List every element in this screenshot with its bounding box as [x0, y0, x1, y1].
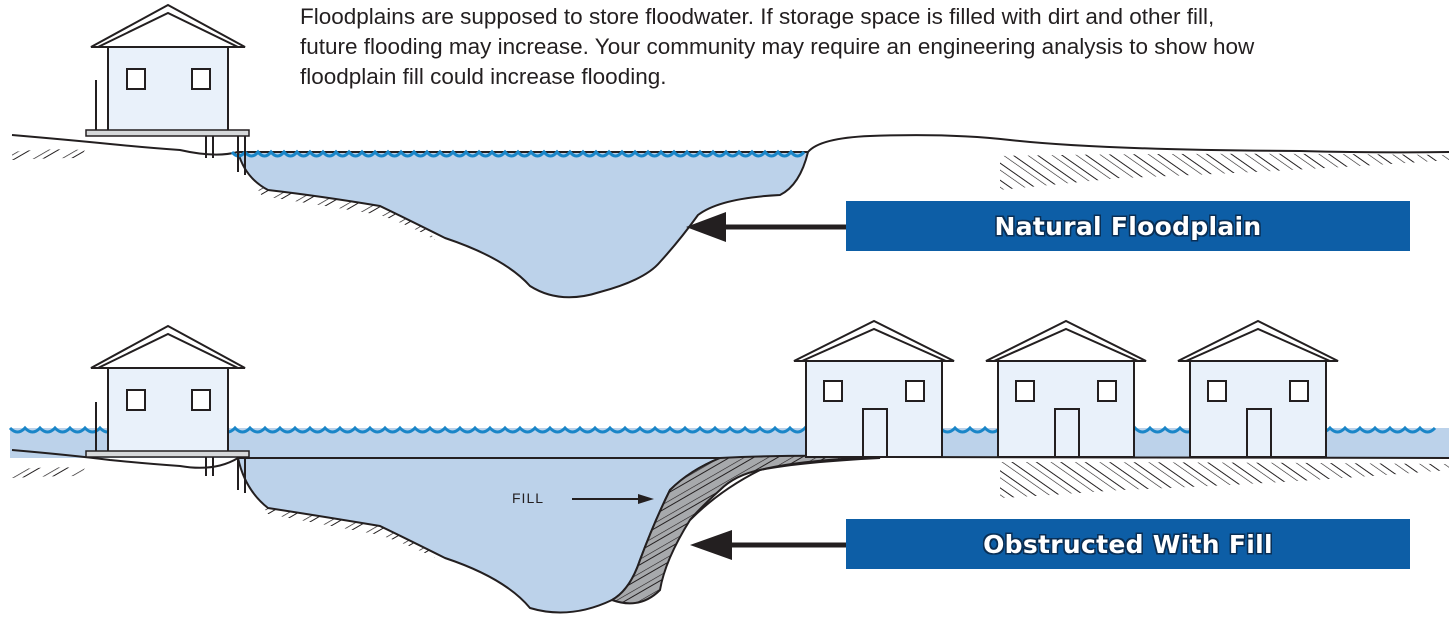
ground-line [11, 134, 239, 156]
natural-panel [11, 4, 1449, 299]
house-icon [1177, 320, 1339, 458]
house-icon [793, 320, 955, 458]
wave-line-icon [230, 149, 806, 158]
ground-line [807, 134, 1449, 154]
soil-hatch-icon [262, 505, 435, 558]
soil-hatch-icon [1000, 153, 1449, 190]
arrow-left-icon [686, 212, 846, 242]
soil-hatch-icon [12, 467, 85, 478]
house-icon [90, 4, 246, 134]
ground-line [11, 449, 239, 469]
arrow-right-icon [572, 494, 654, 504]
ground-line [689, 455, 1449, 521]
arrow-left-icon [690, 530, 846, 560]
soil-hatch-icon [1000, 462, 1449, 498]
fill-label: FILL [512, 490, 545, 506]
soil-hatch-icon [255, 185, 435, 240]
obstructed-with-fill-banner: Obstructed With Fill [846, 519, 1410, 569]
soil-hatch-icon [12, 149, 85, 160]
natural-floodplain-banner: Natural Floodplain [846, 201, 1410, 251]
description-text: Floodplains are supposed to store floodw… [300, 4, 1255, 89]
obstructed-panel [8, 320, 1449, 614]
house-icon [985, 320, 1147, 458]
house-icon [90, 325, 246, 455]
floodwater [236, 151, 810, 299]
